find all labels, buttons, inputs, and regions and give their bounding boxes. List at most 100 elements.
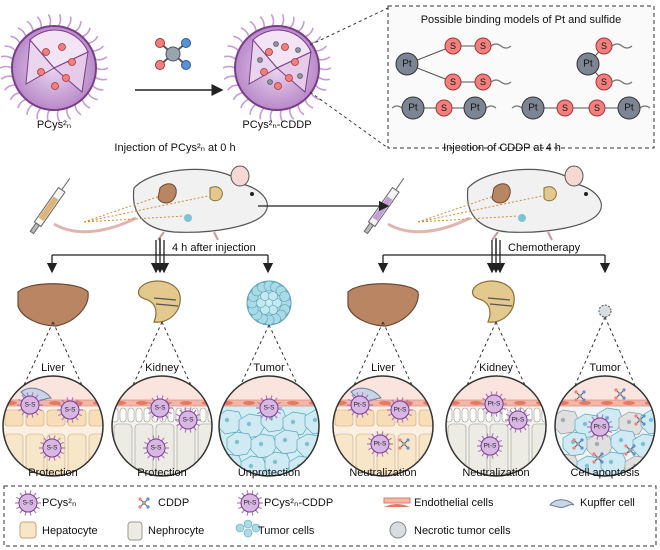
legend-nephrocyte-icon bbox=[127, 521, 143, 541]
nephrocyte-villi bbox=[119, 407, 127, 423]
pcys-cddp-particle: Pt-S bbox=[367, 431, 393, 457]
pcys-particle: S-S bbox=[175, 407, 201, 433]
outcome-4: Neutralization bbox=[349, 467, 417, 479]
tissue-liver-1: S-S S-S S-S bbox=[3, 376, 103, 476]
mouse-tumor bbox=[518, 214, 526, 222]
mouse-tail bbox=[387, 216, 471, 234]
vessel-lumen bbox=[112, 376, 212, 400]
binding-box-title: Possible binding models of Pt and sulfid… bbox=[420, 14, 622, 26]
outcome-1: Protection bbox=[28, 467, 78, 479]
tumor-mass bbox=[246, 280, 292, 326]
distribution-paths bbox=[83, 195, 209, 223]
svg-text:S-S: S-S bbox=[23, 500, 35, 507]
distribution-paths bbox=[417, 195, 543, 223]
nephrocyte-villi bbox=[533, 407, 541, 423]
legend-tumor-icon bbox=[235, 523, 245, 533]
svg-text:S: S bbox=[480, 41, 486, 51]
s-atom: S bbox=[595, 37, 613, 55]
mouse-right bbox=[363, 165, 602, 241]
legend-pcys: PCys²ₙ bbox=[42, 497, 77, 509]
legend-tumor-icon bbox=[243, 519, 253, 529]
svg-text:Pt: Pt bbox=[402, 59, 412, 70]
pcys-cddp-particle: Pt-S bbox=[477, 433, 503, 459]
outcome-5: Neutralization bbox=[462, 467, 530, 479]
liver-organ-left bbox=[17, 283, 89, 327]
legend-necrotic: Necrotic tumor cells bbox=[414, 525, 511, 537]
mouse-liver bbox=[491, 183, 511, 204]
legend-pcys-cddp: PCys²ₙ-CDDP bbox=[264, 497, 334, 509]
pcys-cddp-nanoparticle bbox=[222, 13, 332, 123]
hepatocyte-cell bbox=[88, 409, 103, 427]
tumor-cell bbox=[238, 413, 266, 439]
svg-text:Pt: Pt bbox=[470, 103, 480, 114]
svg-text:Pt: Pt bbox=[528, 103, 538, 114]
nephrocyte-villi bbox=[143, 407, 151, 423]
chemotherapy-label: Chemotherapy bbox=[508, 242, 581, 254]
zoom-circle-border bbox=[332, 375, 434, 477]
pcys-particle: S-S bbox=[17, 392, 43, 418]
liver-organ-right bbox=[347, 283, 419, 327]
organ-name-3: Tumor bbox=[253, 362, 285, 374]
pt-atom: Pt bbox=[401, 96, 425, 120]
tumor-cell bbox=[282, 411, 310, 437]
mouse-tumor bbox=[184, 214, 192, 222]
zoom-circle-border bbox=[554, 375, 656, 477]
after-injection-label: 4 h after injection bbox=[172, 242, 256, 254]
s-atom: S bbox=[556, 99, 574, 117]
tissue-kidney-5: Pt-SPt-SPt-S bbox=[446, 376, 546, 476]
legend-icons: S-S Pt-S bbox=[15, 490, 575, 541]
pcys-cddp-particle: Pt-S bbox=[347, 392, 373, 418]
svg-text:S-S: S-S bbox=[47, 445, 59, 452]
svg-text:Pt-S: Pt-S bbox=[244, 500, 257, 507]
syringe bbox=[29, 178, 71, 235]
branch-arrows-left bbox=[46, 238, 274, 274]
s-atom: S bbox=[444, 37, 462, 55]
vessel-lumen bbox=[219, 376, 319, 400]
right-injection-label: Injection of CDDP at 4 h bbox=[443, 142, 561, 154]
pcys-cddp-particle: Pt-S bbox=[481, 391, 507, 417]
cddp-molecule bbox=[624, 444, 636, 456]
legend-cddp: CDDP bbox=[158, 497, 190, 509]
legend-box bbox=[3, 485, 657, 547]
pt-atom: Pt bbox=[576, 52, 600, 76]
svg-text:S-S: S-S bbox=[65, 407, 77, 414]
legend-endothelial-icon bbox=[384, 504, 410, 507]
zoom-line bbox=[309, 7, 389, 46]
hepatocyte-cell bbox=[88, 433, 103, 475]
pcys-cddp-label: PCys²ₙ-CDDP bbox=[242, 119, 312, 131]
svg-text:Pt: Pt bbox=[624, 103, 634, 114]
tissue-tumor2-6: Pt-S bbox=[555, 376, 655, 476]
pcys-particle: S-S bbox=[39, 435, 65, 461]
tissue-zoom-circles: S-S S-S S-S S-S S-S S-S S-S Pt-S Pt-S Pt-S Pt-S Pt-… bbox=[2, 375, 656, 477]
cddp-molecule bbox=[574, 390, 586, 402]
left-injection-label: Injection of PCys²ₙ at 0 h bbox=[114, 142, 236, 154]
legend-tumor-cells: Tumor cells bbox=[258, 525, 315, 537]
mouse-eye bbox=[250, 192, 254, 196]
svg-text:S-S: S-S bbox=[151, 445, 163, 452]
nephrocyte-villi bbox=[461, 407, 469, 423]
cddp-molecule bbox=[572, 438, 584, 450]
nephrocyte-villi bbox=[135, 407, 143, 423]
svg-text:S: S bbox=[562, 103, 568, 113]
legend-kupffer: Kupffer cell bbox=[580, 497, 635, 509]
legend-necrotic-icon bbox=[389, 521, 407, 539]
svg-text:S-S: S-S bbox=[155, 405, 167, 412]
svg-text:S: S bbox=[450, 77, 456, 87]
zoom-circle-border bbox=[218, 375, 320, 477]
s-atom: S bbox=[435, 99, 453, 117]
zoom-circle-border bbox=[445, 375, 547, 477]
s-atom: S bbox=[595, 73, 613, 91]
legend-endothelial: Endothelial cells bbox=[414, 497, 494, 509]
s-atom: S bbox=[588, 99, 606, 117]
organ-name-4: Liver bbox=[371, 362, 395, 374]
svg-text:Pt-S: Pt-S bbox=[354, 402, 367, 409]
pcys-particle: S-S bbox=[256, 395, 282, 421]
cddp-molecule bbox=[398, 438, 410, 450]
zoom-circle-border bbox=[111, 375, 213, 477]
pcys-particle: S-S bbox=[147, 395, 173, 421]
nephrocyte-villi bbox=[199, 407, 207, 423]
mouse-liver bbox=[157, 183, 177, 204]
tumor-cell bbox=[226, 431, 254, 457]
vessel-lumen bbox=[3, 376, 103, 400]
